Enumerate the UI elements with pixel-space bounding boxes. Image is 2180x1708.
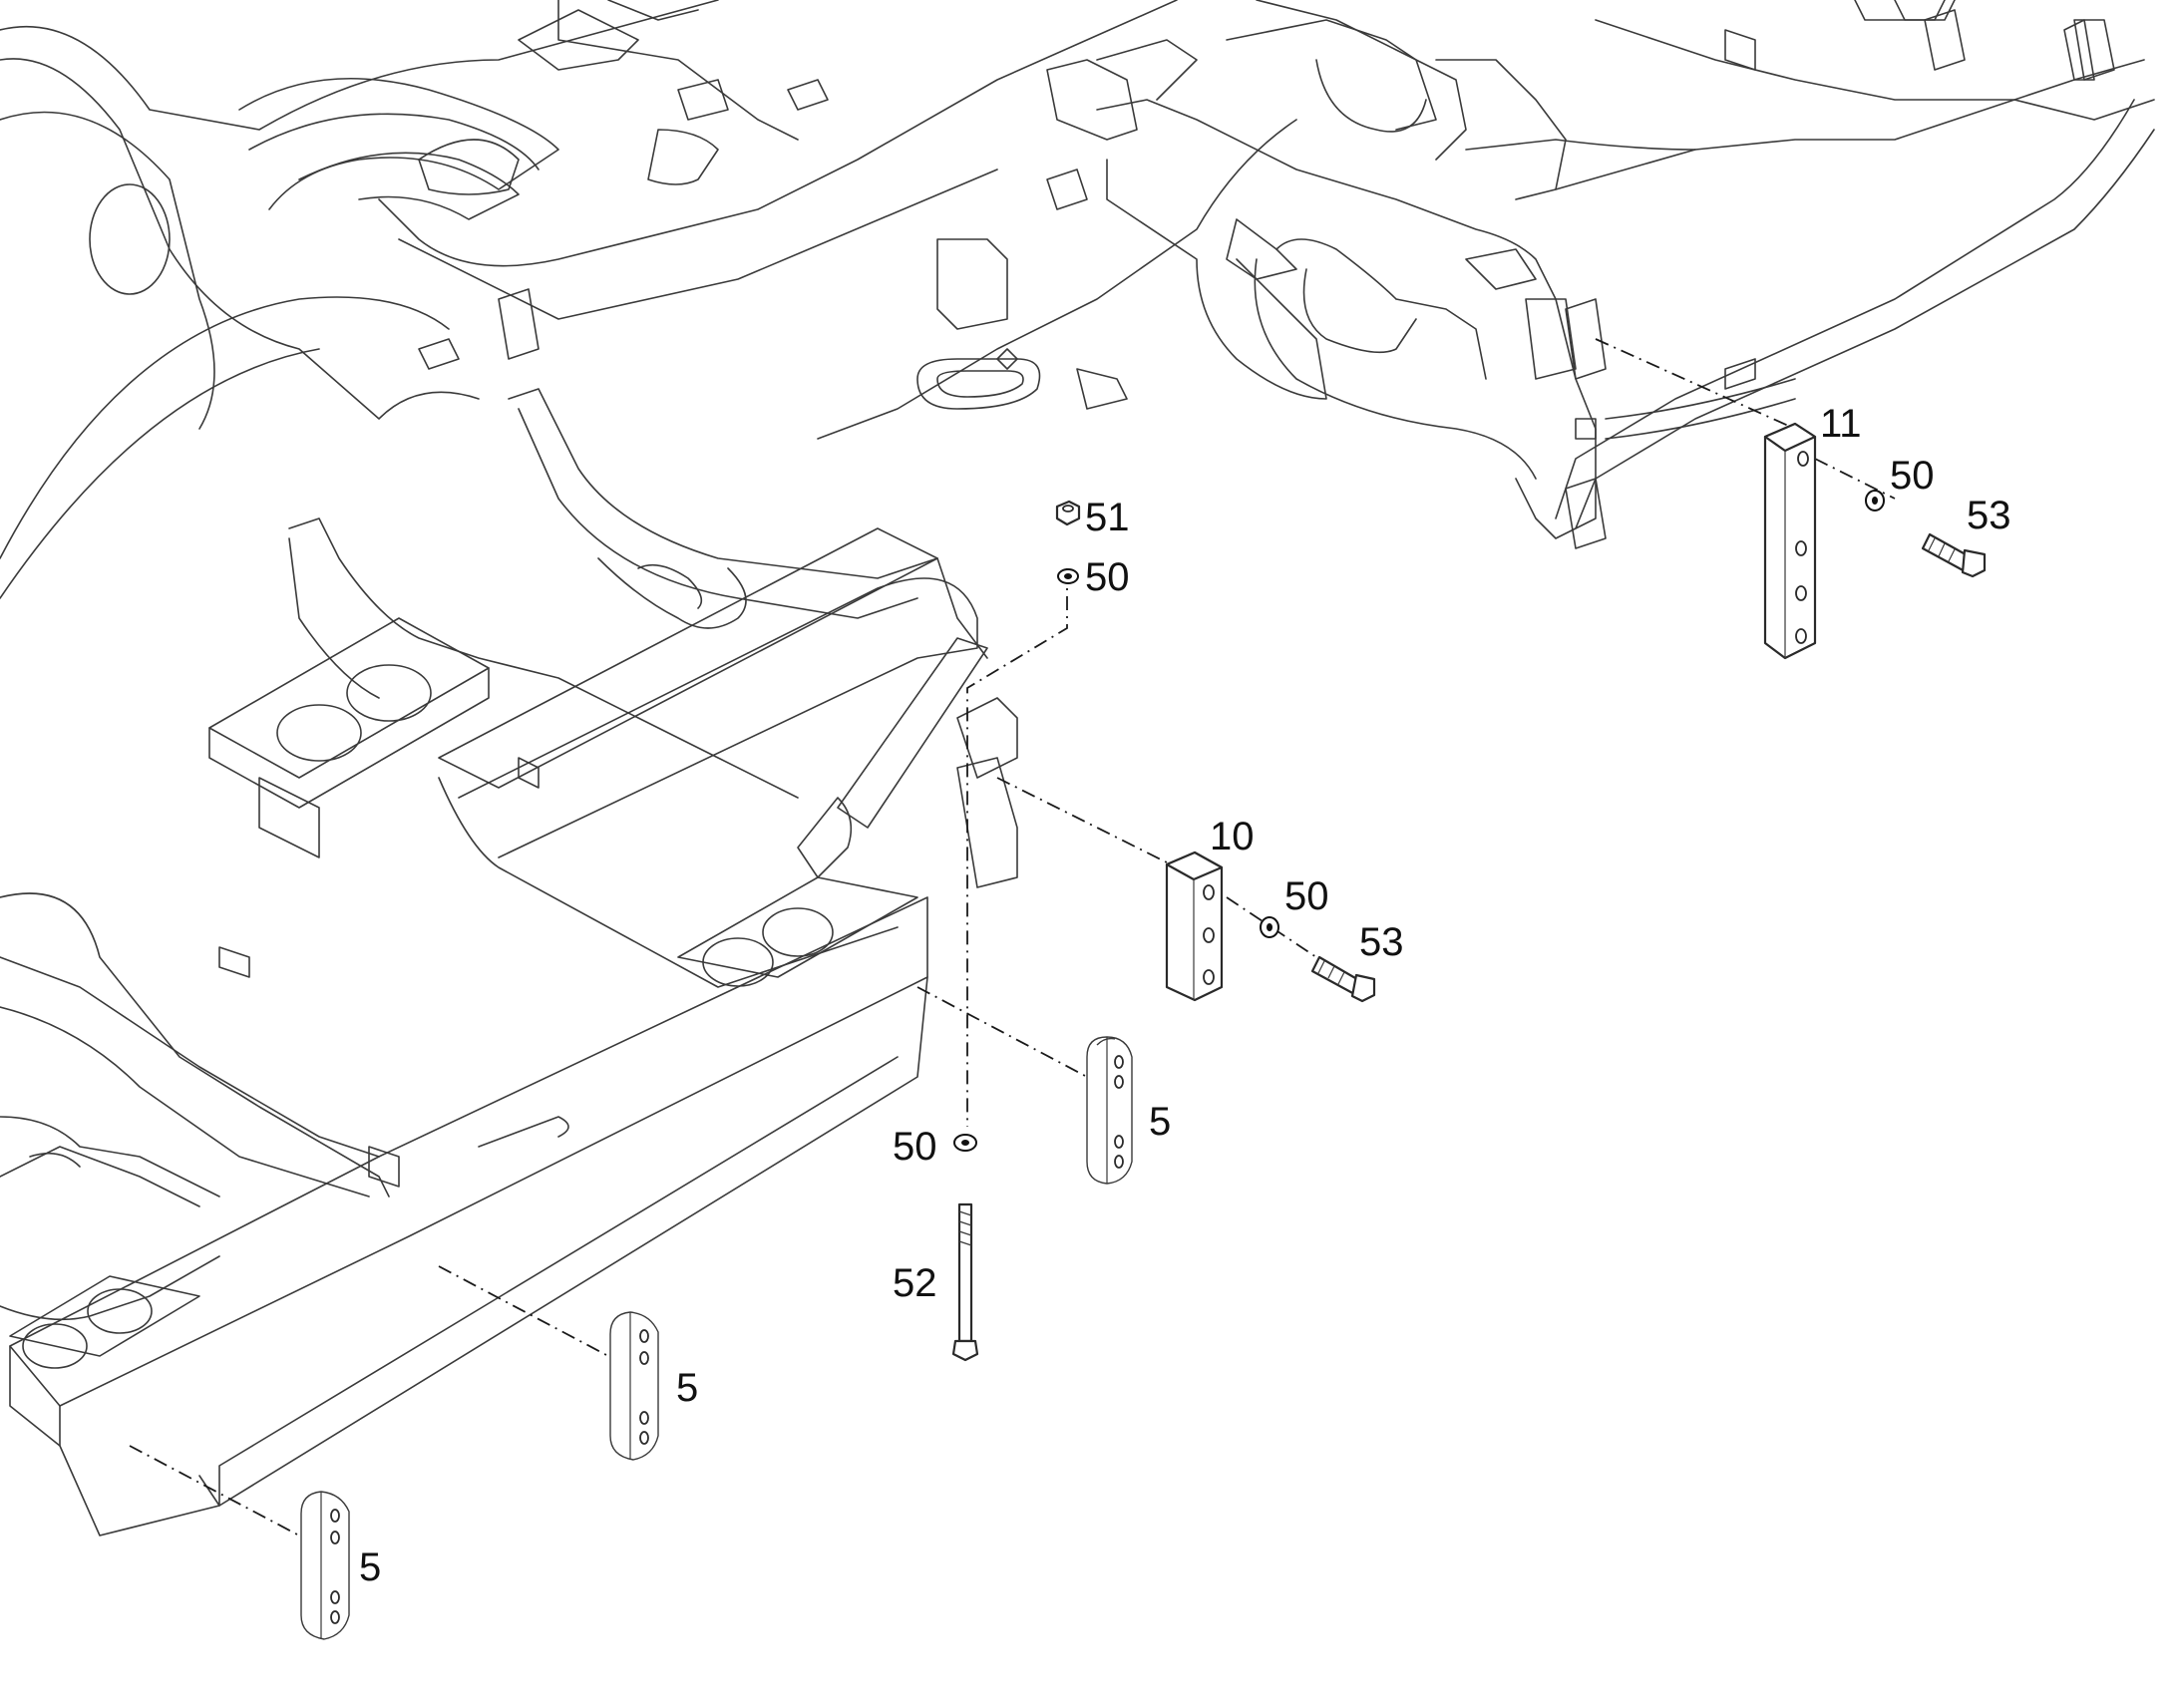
callout-51: 51 — [1085, 496, 1130, 539]
chassis-frame-drawing — [0, 0, 2155, 1537]
assembly-lines — [129, 338, 1896, 1537]
callout-50-mid: 50 — [1284, 874, 1329, 918]
callout-11: 11 — [1820, 402, 1862, 446]
callout-5-c: 5 — [359, 1545, 381, 1589]
callout-labels: 11 50 53 51 50 10 50 53 5 50 52 5 5 — [359, 402, 2011, 1589]
callout-50-right: 50 — [1890, 454, 1935, 498]
long-bolt-part-52 — [951, 1202, 979, 1362]
callout-50-low: 50 — [893, 1125, 937, 1169]
callout-5-b: 5 — [676, 1366, 698, 1410]
callout-52: 52 — [893, 1261, 937, 1305]
washer-part-50 — [1865, 490, 1885, 512]
pad-part-5-c — [300, 1491, 350, 1640]
callout-53-mid: 53 — [1359, 920, 1404, 964]
callout-10: 10 — [1210, 815, 1255, 858]
pad-part-5-b — [609, 1311, 659, 1461]
part-10-bar — [1165, 851, 1224, 1002]
washer-part-50-top — [1057, 568, 1079, 584]
callout-50-top: 50 — [1085, 555, 1130, 599]
bolt-part-53 — [1921, 532, 1987, 578]
washer-part-50-low — [953, 1134, 977, 1152]
callout-53-right: 53 — [1967, 494, 2011, 537]
callout-5-a: 5 — [1149, 1100, 1171, 1144]
nut-part-51 — [1055, 500, 1081, 526]
part-11-bar — [1763, 422, 1817, 660]
washer-part-50-mid — [1260, 916, 1279, 938]
bolt-part-53-mid — [1310, 955, 1376, 1003]
pad-part-5-a — [1086, 1036, 1133, 1185]
